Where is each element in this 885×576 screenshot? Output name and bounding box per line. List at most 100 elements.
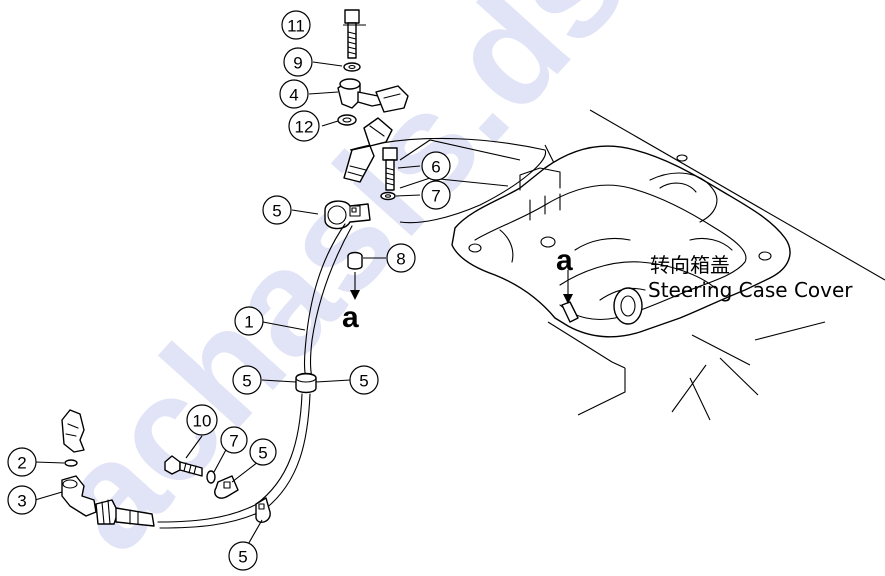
callout-4: 4 xyxy=(279,79,309,109)
leader-9 xyxy=(312,61,343,67)
leader-5d xyxy=(231,461,259,483)
callout-6-label: 6 xyxy=(431,158,440,177)
callout-9: 9 xyxy=(283,47,313,77)
cover-rib xyxy=(559,261,716,289)
bolt-thread xyxy=(347,31,357,55)
bolt-thread xyxy=(385,167,395,186)
callout-7b: 7 xyxy=(220,426,248,454)
washer-9-hole xyxy=(348,64,356,70)
callout-4-label: 4 xyxy=(289,86,298,105)
banjo-nut xyxy=(375,85,409,113)
cover-body xyxy=(451,145,791,338)
callout-8: 8 xyxy=(386,243,416,273)
bolt-shank xyxy=(347,22,357,59)
hose-1-right xyxy=(309,225,353,379)
marker-a-right: a xyxy=(556,244,573,277)
callout-7b-label: 7 xyxy=(229,432,238,451)
cover-boss xyxy=(613,287,643,325)
frame-line xyxy=(589,109,885,281)
callout-5c-label: 5 xyxy=(359,372,368,391)
clamp-5-upper xyxy=(324,200,371,230)
callout-3-label: 3 xyxy=(17,492,26,511)
washer-7-hole xyxy=(384,194,392,198)
bolt-head xyxy=(344,9,360,24)
callout-2-label: 2 xyxy=(17,454,26,473)
bolt-head xyxy=(382,147,398,161)
bolt-thread xyxy=(183,462,197,475)
hose-fitting-lower xyxy=(95,499,155,527)
cover-knob xyxy=(540,236,556,248)
leader-12 xyxy=(321,120,339,127)
callout-5d: 5 xyxy=(249,438,277,466)
spacer-8 xyxy=(347,251,363,270)
elbow-3 xyxy=(61,475,97,517)
o-ring-12-inner xyxy=(342,117,352,123)
bolt-shank xyxy=(385,159,395,191)
fitting-lines xyxy=(347,165,367,177)
leader-6 xyxy=(397,165,421,169)
frame-line xyxy=(547,321,626,369)
label-chinese: 转向箱盖 xyxy=(650,253,730,277)
cover-rib xyxy=(689,237,733,251)
valve-lines xyxy=(65,423,79,437)
leader-3 xyxy=(34,491,63,501)
bolt-10 xyxy=(164,455,203,477)
callout-7a-label: 7 xyxy=(431,187,440,206)
callout-1: 1 xyxy=(234,306,264,336)
banjo-eye xyxy=(339,78,361,90)
cover-rib xyxy=(574,237,631,251)
frame-line xyxy=(754,321,826,341)
clamp-5-middle xyxy=(295,372,317,394)
bolt-6 xyxy=(382,147,398,191)
bolt-11 xyxy=(344,9,360,59)
frame-line xyxy=(691,334,751,366)
callout-3: 3 xyxy=(7,485,37,515)
leader-5b xyxy=(261,379,297,383)
leader-7a xyxy=(395,194,421,197)
fitting-sleeve xyxy=(115,507,155,527)
cover-hole xyxy=(468,243,482,253)
leader-line-6 xyxy=(399,139,521,161)
callout-9-label: 9 xyxy=(293,54,302,73)
callout-5d-label: 5 xyxy=(258,444,267,463)
callout-5b-label: 5 xyxy=(242,372,251,391)
callout-1-label: 1 xyxy=(244,313,253,332)
cover-dome-inner xyxy=(659,182,697,193)
clamp-hole xyxy=(223,481,231,489)
banjo-fitting-4 xyxy=(337,78,409,113)
cover-dome xyxy=(649,172,718,223)
clamp-loop xyxy=(327,205,347,225)
o-ring-12 xyxy=(337,114,357,126)
callout-11-label: 11 xyxy=(287,17,305,36)
leader-line-bracket xyxy=(349,137,547,224)
callout-7a: 7 xyxy=(421,180,451,210)
callout-11: 11 xyxy=(281,10,311,40)
frame-line xyxy=(577,368,626,416)
clamp-top xyxy=(295,373,317,383)
banjo-edge xyxy=(383,93,401,99)
fitting-flats xyxy=(101,499,111,525)
leader-2 xyxy=(34,461,65,464)
hose-fitting-upper xyxy=(343,117,393,183)
cover-hole xyxy=(676,154,688,162)
fitting-lines xyxy=(129,509,139,525)
arrow-a-right-head xyxy=(563,294,573,304)
leader-1 xyxy=(262,321,306,331)
clamp-body xyxy=(255,497,271,523)
marker-a-left: a xyxy=(342,301,359,334)
banjo-neck xyxy=(357,91,383,107)
label-english: Steering Case Cover xyxy=(648,278,853,302)
valve-shape xyxy=(61,409,85,453)
callout-5a: 5 xyxy=(262,195,292,225)
washer-9 xyxy=(343,62,361,72)
cover-studs xyxy=(529,193,561,221)
clamp-body xyxy=(324,200,371,230)
cover-boss-hole xyxy=(620,295,636,317)
leader-10 xyxy=(185,435,203,459)
callout-12: 12 xyxy=(288,110,320,142)
callout-5e: 5 xyxy=(228,541,258,571)
leader-4 xyxy=(308,91,339,95)
cover-post xyxy=(519,167,561,191)
